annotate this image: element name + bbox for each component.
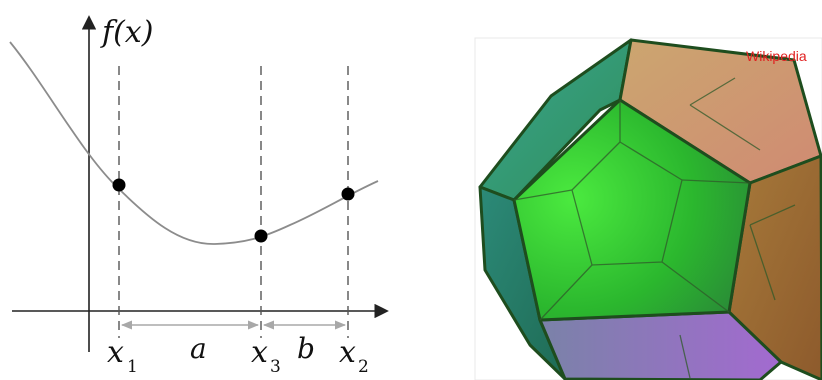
- back-edges: [513, 77, 796, 379]
- label-x3: x: [251, 335, 268, 370]
- interval-label-a: a: [190, 332, 207, 365]
- back-edge: [749, 224, 776, 301]
- label-x3-subscript: 3: [270, 357, 281, 377]
- back-edge: [679, 334, 691, 379]
- face-front: [512, 98, 752, 322]
- back-edge: [681, 179, 751, 184]
- point-x2: [341, 187, 355, 201]
- point-x3: [254, 229, 268, 243]
- back-edge: [689, 77, 736, 106]
- label-x1-subscript: 1: [127, 357, 138, 377]
- back-edge: [513, 189, 573, 201]
- image-credit: Wikipedia: [746, 48, 807, 64]
- back-edge: [689, 104, 761, 151]
- label-x2-subscript: 2: [358, 357, 369, 377]
- back-pentagon: [571, 141, 683, 266]
- label-x2: x: [339, 335, 356, 370]
- back-edge: [661, 261, 730, 313]
- function-diagram: f(x) a b x 1 x 3 x 2: [9, 15, 389, 377]
- dodecahedron-image: Wikipedia: [474, 37, 822, 380]
- back-edge: [749, 204, 796, 226]
- function-label: f(x): [100, 15, 153, 50]
- back-edge: [539, 264, 593, 321]
- interval-label-b: b: [297, 332, 315, 365]
- point-x1: [112, 178, 126, 192]
- label-x1: x: [107, 335, 124, 370]
- function-curve: [9, 41, 379, 245]
- dodecahedron: [478, 38, 822, 380]
